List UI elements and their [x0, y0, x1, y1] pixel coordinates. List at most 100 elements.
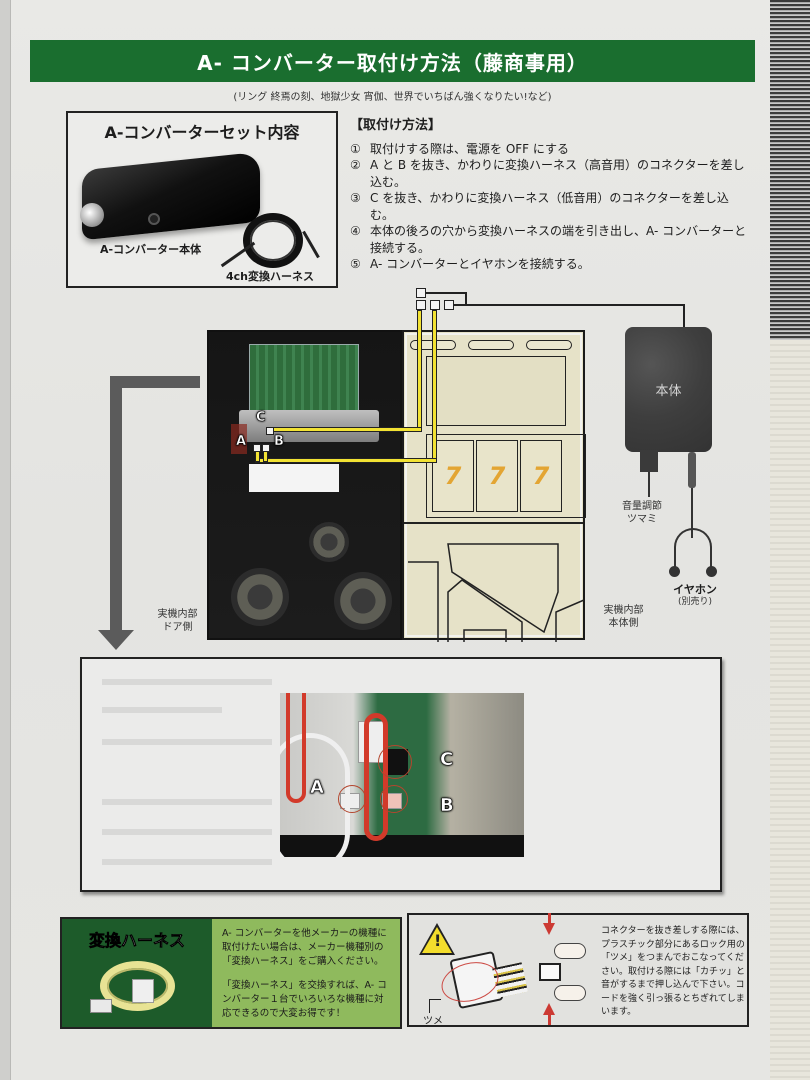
door-side-line: 実機内部: [157, 609, 198, 620]
set-contents-box: A-コンバーターセット内容 A-コンバーター本体 4ch変換ハーネス: [66, 111, 338, 288]
pointer-line: [648, 472, 650, 497]
earphone-note: (別売り): [677, 597, 713, 607]
arrow-down-icon: [543, 913, 555, 935]
arrow-up-icon: [543, 1003, 555, 1025]
harness-cable-image: [243, 213, 303, 268]
step-number: ④: [350, 224, 361, 238]
photo-label-c: C: [440, 749, 454, 771]
faded-text: [102, 739, 272, 745]
finger-illustration: [554, 985, 586, 1001]
faded-text: [102, 859, 272, 865]
cable-line: [465, 292, 467, 306]
reel-window: 7: [476, 440, 518, 512]
warning-icon-fill: [422, 927, 452, 953]
harness-wire-low: [432, 310, 437, 462]
background-lower: [770, 340, 810, 1080]
body-side-line: 実機内部: [603, 605, 644, 616]
headphone-jack-icon: [148, 213, 160, 225]
step-item: ② A と B を抜き、かわりに変換ハーネス（高音用）のコネクターを差し込む。: [350, 157, 750, 190]
faded-text: [102, 707, 222, 713]
harness-promo-paragraph: A- コンバーターを他メーカーの機種に取付けたい場合は、メーカー機種別の「変換ハ…: [222, 928, 387, 967]
connector-c-highlight: [378, 745, 412, 779]
connector-detail-box: A B C: [80, 657, 722, 892]
earphone-plug-icon: [688, 452, 696, 488]
harness-promo-paragraph: 「変換ハーネス」を交換すれば、A- コンバーター１台でいろいろな機種に対応できる…: [222, 980, 387, 1019]
body-side-line: 本体側: [608, 618, 639, 629]
connector-icon: [416, 300, 426, 310]
volume-knob-icon: [80, 203, 104, 227]
label-b: B: [274, 434, 284, 450]
door-arrow-icon: [110, 376, 122, 634]
step-number: ②: [350, 158, 361, 172]
pinched-connector-illustration: [539, 963, 561, 981]
page-left-edge: [0, 0, 10, 1080]
door-arrow-icon: [110, 376, 200, 388]
connector-b-icon: [262, 444, 270, 452]
step-text: A- コンバーターとイヤホンを接続する。: [370, 257, 590, 271]
arrow-down-icon: [98, 630, 134, 650]
harness-wire-high: [417, 310, 422, 430]
installation-steps: 【取付け方法】 ① 取付けする際は、電源を OFF にする ② A と B を抜…: [350, 118, 750, 273]
connector-b-highlight: [380, 785, 408, 813]
reel-window: 7: [432, 440, 474, 512]
cable-line: [683, 304, 685, 328]
page-title-text: A- コンバーター取付け方法（藤商事用）: [197, 50, 588, 75]
slot-outline: [468, 340, 514, 350]
lower-body-outline: [408, 543, 585, 642]
harness-wire-end: [302, 230, 320, 259]
divider: [404, 522, 583, 524]
step-number: ③: [350, 191, 361, 205]
harness-wire-ab: [255, 458, 437, 463]
photo-label-a: A: [310, 777, 324, 799]
converter-device-image: [82, 151, 260, 241]
connector-c-icon: [266, 427, 274, 435]
faded-text: [102, 799, 272, 805]
cable-line: [426, 292, 466, 294]
background-surface: [770, 0, 810, 1080]
door-window: [249, 464, 339, 492]
machine-door-photo: [207, 330, 402, 640]
earphone-label-text: イヤホン: [673, 583, 717, 596]
harness-promo-title: 変換ハーネス: [88, 931, 186, 951]
step-item: ⑤ A- コンバーターとイヤホンを接続する。: [350, 256, 750, 273]
harness-label: 4ch変換ハーネス: [226, 270, 315, 283]
connector-a-icon: [253, 444, 261, 452]
label-c: C: [256, 410, 266, 426]
step-item: ③ C を抜き、かわりに変換ハーネス（低音用）のコネクターを差し込む。: [350, 190, 750, 223]
faded-text: [102, 829, 272, 835]
step-text: 本体の後ろの穴から変換ハーネスの端を引き出し、A- コンバーターと接続する。: [370, 224, 747, 255]
earbud-icon: [706, 566, 717, 577]
converter-unit-label: 本体: [655, 384, 682, 399]
red-wire: [364, 713, 388, 841]
connector-icon: [444, 300, 454, 310]
caution-box: ! ツメ コネクターを抜き差しする際には、プラスチック部分にあるロック用の「ツメ…: [407, 913, 749, 1027]
latch-label: ツメ: [423, 1016, 443, 1027]
step-number: ⑤: [350, 257, 361, 271]
step-item: ① 取付けする際は、電源を OFF にする: [350, 141, 750, 158]
machine-body-diagram: 7 7 7: [402, 330, 586, 642]
knob-label-line: 音量調節: [622, 501, 662, 512]
harness-plug-icon: [90, 999, 112, 1013]
speaker-icon: [231, 568, 289, 626]
photo-label-b: B: [440, 795, 454, 817]
volume-knob-icon: [640, 450, 658, 472]
red-wiring: [231, 424, 247, 454]
slot-outline: [526, 340, 572, 350]
connector-icon: [430, 300, 440, 310]
harness-promo-image-panel: 変換ハーネス: [62, 919, 212, 1027]
upper-panel-outline: [426, 356, 566, 426]
page-title: A- コンバーター取付け方法（藤商事用）: [30, 40, 755, 82]
harness-promo-box: 変換ハーネス A- コンバーターを他メーカーの機種に取付けたい場合は、メーカー機…: [60, 917, 402, 1029]
step-text: C を抜き、かわりに変換ハーネス（低音用）のコネクターを差し込む。: [370, 191, 729, 222]
knob-label-line: ツマミ: [627, 514, 657, 525]
harness-promo-text-panel: A- コンバーターを他メーカーの機種に取付けたい場合は、メーカー機種別の「変換ハ…: [212, 919, 400, 1027]
connector-a-highlight: [338, 785, 366, 813]
label-a: A: [236, 434, 247, 450]
speaker-icon: [309, 522, 349, 562]
cable-line: [454, 304, 684, 306]
connector-icon: [416, 288, 426, 298]
step-text: A と B を抜き、かわりに変換ハーネス（高音用）のコネクターを差し込む。: [370, 158, 745, 189]
body-side-label: 実機内部 本体側: [596, 604, 651, 630]
harness-plug-icon: [132, 979, 154, 1003]
reel-frame: [426, 434, 586, 518]
